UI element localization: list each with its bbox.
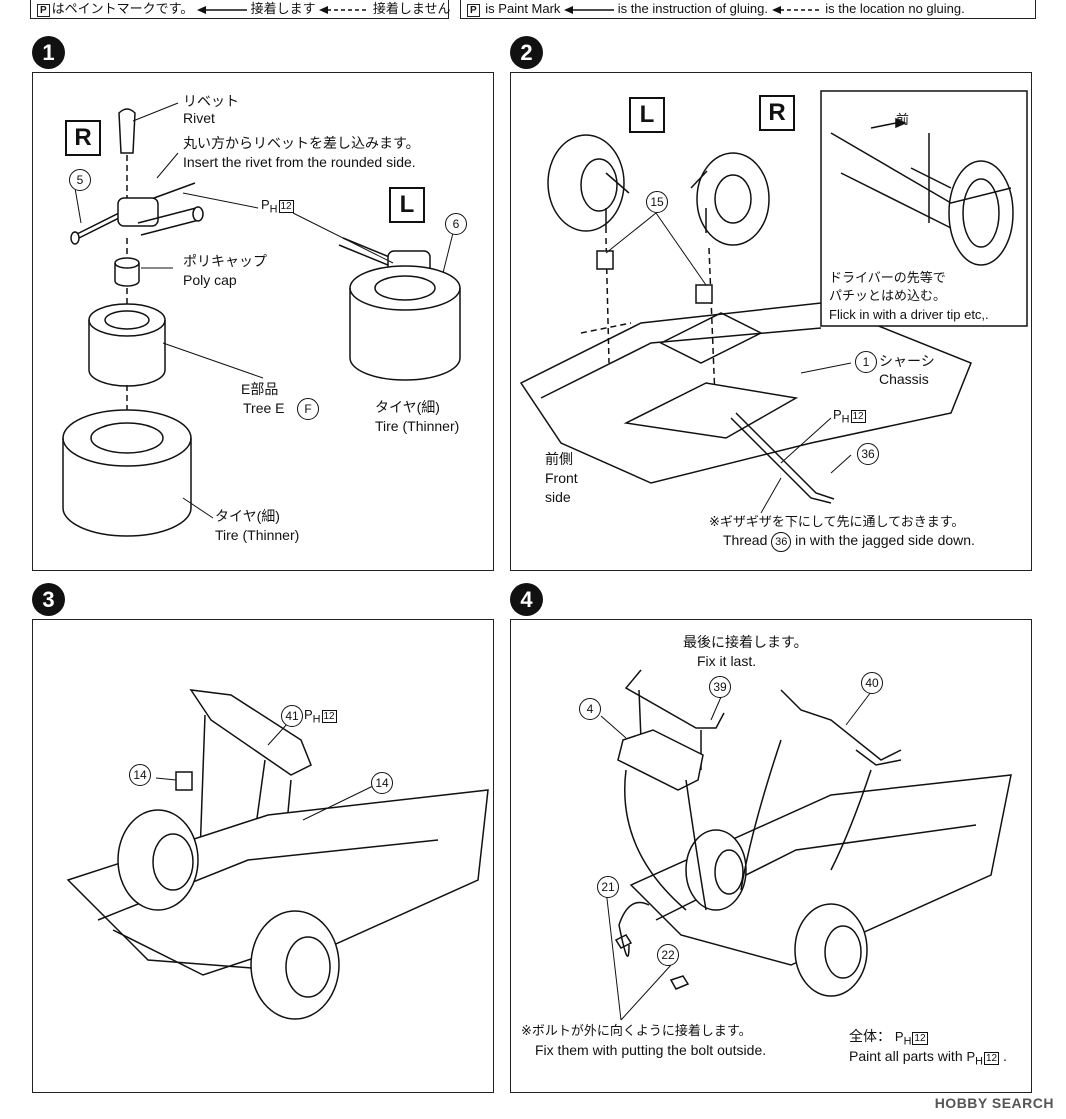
- part-21-callout: 21: [597, 876, 619, 898]
- step-3-illustration: [66, 689, 489, 1020]
- part-22-callout: 22: [657, 944, 679, 966]
- polycap-label-jp: ポリキャップ: [183, 253, 267, 269]
- step-1-badge: 1: [32, 36, 65, 69]
- step-1-illustration: [62, 102, 461, 537]
- tire-label-jp: タイヤ(細): [375, 399, 440, 415]
- legend-english: P is Paint Mark is the instruction of gl…: [460, 0, 1036, 19]
- part-6-callout: 6: [445, 213, 467, 235]
- insert-instruction-en: Insert the rivet from the rounded side.: [183, 154, 416, 170]
- paint-mark-icon: P: [467, 4, 480, 17]
- part-15-callout: 15: [646, 191, 668, 213]
- part-14-callout-right: 14: [371, 772, 393, 794]
- chassis-label-jp: シャーシ: [879, 353, 935, 369]
- front-side-label-jp: 前側: [545, 451, 573, 467]
- fix-last-en: Fix it last.: [697, 653, 757, 669]
- fix-last-jp: 最後に接着します。: [683, 634, 808, 650]
- part-39-callout: 39: [709, 676, 731, 698]
- left-side-marker: L: [629, 97, 665, 133]
- part-4-callout: 4: [579, 698, 601, 720]
- right-side-marker: R: [759, 95, 795, 131]
- tree-label-en: Tree E: [243, 400, 285, 416]
- paint-mark-icon: P: [37, 4, 50, 17]
- step-2-illustration: [519, 90, 1028, 514]
- hobby-search-watermark: HOBBY SEARCH: [934, 1095, 1054, 1111]
- chassis-label-en: Chassis: [879, 371, 929, 387]
- glue-arrow-icon: [197, 5, 247, 14]
- legend-glue-text: 接着します: [250, 1, 316, 16]
- step-1-panel: リベット Rivet 丸い方からリベットを差し込みます。 Insert the …: [32, 72, 494, 571]
- tire-lower-label-jp: タイヤ(細): [215, 508, 280, 524]
- front-direction-label: 前: [896, 112, 910, 127]
- legend-noglue-text: is the location no gluing.: [825, 1, 965, 16]
- step-4-badge: 4: [510, 583, 543, 616]
- thread-instruction-jp: ※ギザギザを下にして先に通しておきます。: [709, 514, 965, 529]
- legend-glue-text: is the instruction of gluing.: [617, 1, 768, 16]
- step-4-panel: 最後に接着します。 Fix it last. 39 40 4 21 22 ※ボル…: [510, 619, 1032, 1093]
- step-2-panel: L R 15 前 ドライバーの先等で パチッとはめ込む。 Flick in wi…: [510, 72, 1032, 571]
- thread-text-a: Thread: [723, 532, 768, 548]
- bolt-instruction-en: Fix them with putting the bolt outside.: [535, 1042, 767, 1058]
- right-side-marker: R: [65, 120, 101, 156]
- glue-arrow-icon: [564, 5, 615, 14]
- legend-noglue-text: 接着しません: [372, 1, 451, 16]
- step-3-badge: 3: [32, 583, 65, 616]
- driver-instruction-jp-2: パチッとはめ込む。: [829, 288, 947, 303]
- left-side-marker: L: [389, 187, 425, 223]
- step-2-badge: 2: [510, 36, 543, 69]
- front-side-label-en-2: side: [545, 489, 571, 505]
- thread-part-callout: 36: [771, 532, 792, 552]
- part-1-callout: 1: [855, 351, 877, 373]
- part-36-callout: 36: [857, 443, 879, 465]
- driver-instruction-jp-1: ドライバーの先等で: [829, 270, 946, 285]
- part-5-callout: 5: [69, 169, 91, 191]
- insert-instruction-jp: 丸い方からリベットを差し込みます。: [183, 135, 420, 151]
- rivet-label-en: Rivet: [183, 110, 215, 126]
- paint-all-jp-text: 全体：: [849, 1028, 891, 1044]
- driver-instruction-en: Flick in with a driver tip etc,.: [829, 307, 989, 322]
- noglue-arrow-icon: [319, 5, 370, 14]
- bolt-instruction-jp: ※ボルトが外に向くように接着します。: [521, 1023, 752, 1038]
- rivet-label-jp: リベット: [183, 93, 239, 109]
- thread-text-b: in with the jagged side down.: [795, 532, 975, 548]
- tire-lower-label-en: Tire (Thinner): [215, 527, 300, 543]
- legend-paint-text: is Paint Mark: [485, 1, 561, 16]
- tree-letter-callout: F: [297, 398, 319, 420]
- paint-all-en-text: Paint all parts with: [849, 1048, 963, 1064]
- tree-label-jp: E部品: [241, 381, 279, 397]
- part-41-callout: 41: [281, 705, 303, 727]
- front-side-label-en-1: Front: [545, 470, 578, 486]
- step-4-illustration: [600, 669, 1012, 1021]
- part-14-callout-left: 14: [129, 764, 151, 786]
- thread-instruction-en: Thread 36 in with the jagged side down.: [723, 532, 975, 552]
- noglue-arrow-icon: [771, 5, 822, 14]
- polycap-label-en: Poly cap: [183, 272, 237, 288]
- tire-label-en: Tire (Thinner): [375, 418, 460, 434]
- part-40-callout: 40: [861, 672, 883, 694]
- legend-paint-text: はペイントマークです。: [51, 1, 194, 16]
